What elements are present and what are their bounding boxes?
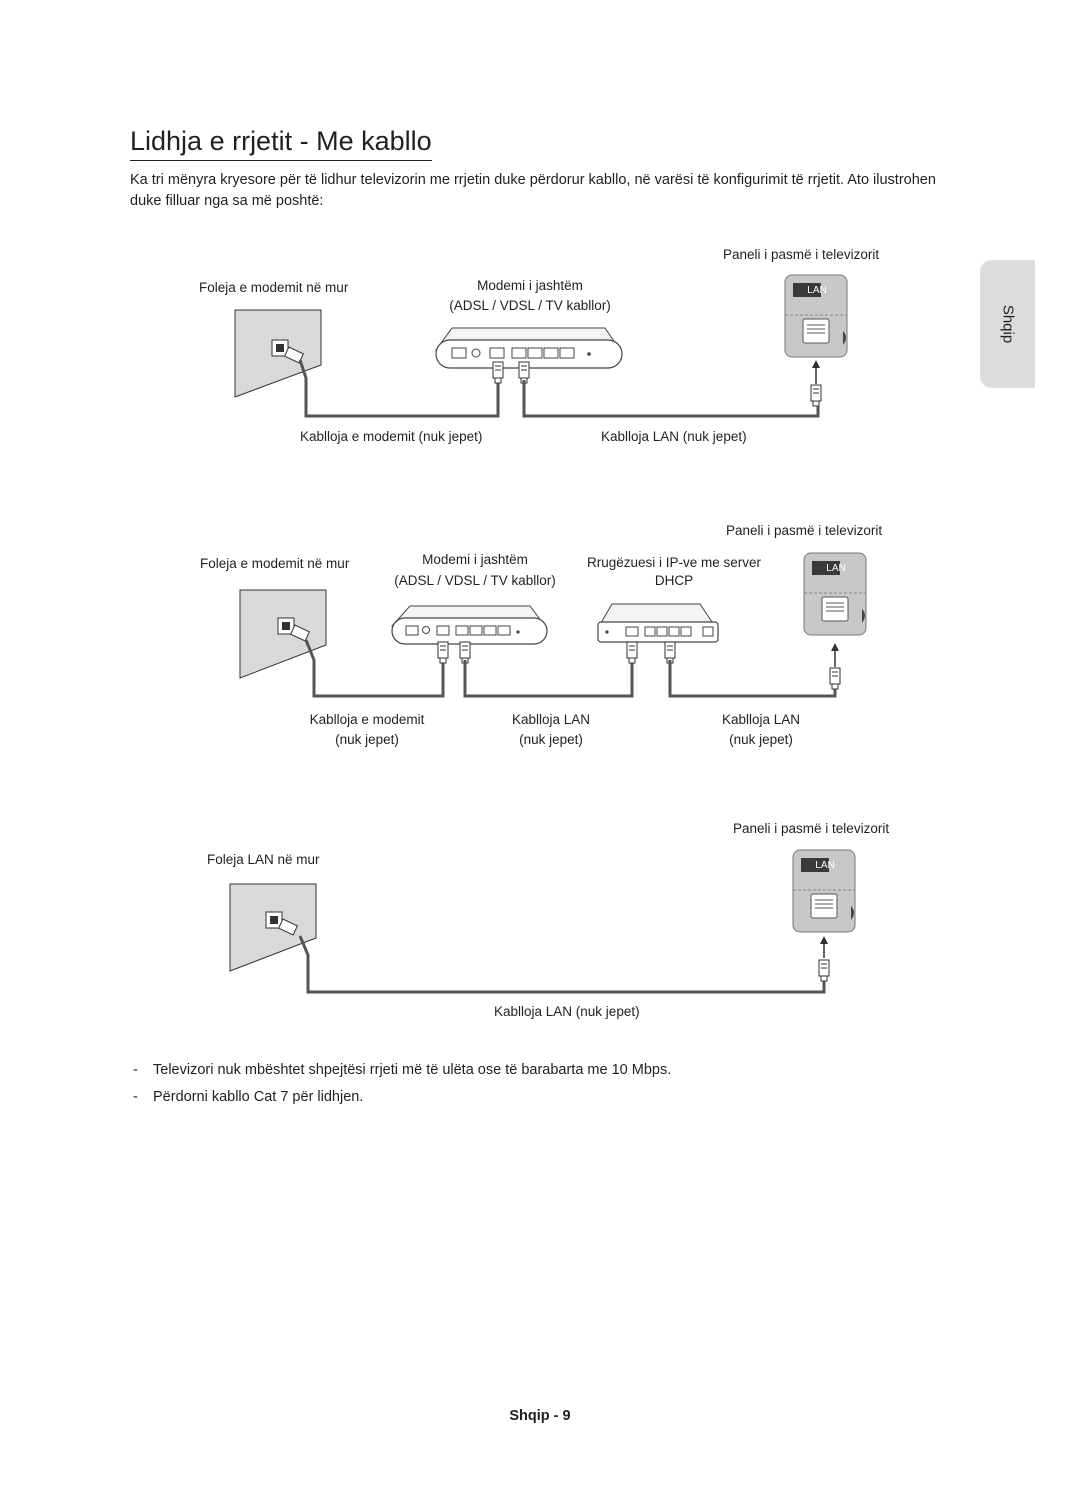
lan-cable-1: [522, 380, 820, 418]
modem-device-2: [390, 605, 548, 645]
lan-cable-b-label-2: Kablloja LAN: [721, 712, 801, 727]
lan-cable-2a: [463, 660, 634, 698]
intro-paragraph: Ka tri mënyra kryesore për të lidhur tel…: [130, 172, 936, 209]
modem-sub-2: (ADSL / VDSL / TV kabllor): [394, 573, 556, 588]
wall-socket-label-1: Foleja e modemit në mur: [199, 280, 349, 295]
tv-panel-label-1: Paneli i pasmë i televizorit: [723, 247, 880, 262]
lan-cable-label-1: Kablloja LAN (nuk jepet): [601, 429, 747, 444]
lan-port-label-1: LAN: [807, 285, 826, 296]
modem-cable-2: [304, 639, 445, 698]
wall-socket-label-3: Foleja LAN në mur: [207, 852, 320, 867]
lan-port-label-3: LAN: [815, 860, 834, 871]
modem-cable-sub-2: (nuk jepet): [335, 732, 399, 747]
modem-cable-label-1: Kablloja e modemit (nuk jepet): [300, 429, 483, 444]
page-number: Shqip - 9: [509, 1408, 571, 1424]
note-text: Përdorni kabllo Cat 7 për lidhjen.: [153, 1089, 364, 1105]
note-item: -Televizori nuk mbështet shpejtësi rrjet…: [133, 1062, 672, 1078]
lan-cable-a-label-2: Kablloja LAN: [511, 712, 591, 727]
note-text: Televizori nuk mbështet shpejtësi rrjeti…: [153, 1062, 672, 1078]
lan-cable-b-sub-2: (nuk jepet): [729, 732, 793, 747]
modem-device-1: [435, 327, 623, 369]
router-device-2: [597, 603, 719, 643]
note-item: -Përdorni kabllo Cat 7 për lidhjen.: [133, 1089, 364, 1105]
modem-title-1: Modemi i jashtëm: [477, 278, 583, 293]
page-title: Lidhja e rrjetit - Me kabllo: [130, 124, 432, 161]
tv-panel-label-2: Paneli i pasmë i televizorit: [726, 523, 883, 538]
router-title-2: Rrugëzuesi i IP-ve me server: [586, 555, 762, 570]
modem-title-2: Modemi i jashtëm: [422, 552, 528, 567]
wall-socket-label-2: Foleja e modemit në mur: [200, 556, 350, 571]
lan-port-label-2: LAN: [826, 563, 845, 574]
modem-cable-1: [298, 359, 500, 418]
language-side-tab: Shqip: [980, 260, 1035, 388]
modem-sub-1: (ADSL / VDSL / TV kabllor): [449, 298, 611, 313]
lan-cable-label-3: Kablloja LAN (nuk jepet): [494, 1004, 640, 1019]
tv-panel-label-3: Paneli i pasmë i televizorit: [733, 821, 890, 836]
modem-cable-label-2: Kablloja e modemit: [309, 712, 425, 727]
router-sub-2: DHCP: [654, 573, 694, 588]
lan-cable-2b: [668, 660, 837, 698]
lan-cable-3: [298, 935, 826, 994]
lan-cable-a-sub-2: (nuk jepet): [519, 732, 583, 747]
